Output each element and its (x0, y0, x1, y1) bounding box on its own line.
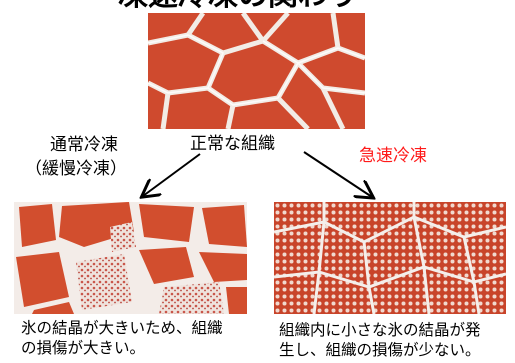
page-title: 凍速冷凍の関わり (118, 0, 358, 14)
normal-tissue-label: 正常な組織 (190, 134, 275, 154)
rapid-freeze-tissue-image (274, 202, 506, 314)
rapid-freeze-label: 急速冷凍 (359, 146, 427, 166)
slow-freeze-caption-line1: 氷の結晶が大きいため、組織 (21, 319, 223, 337)
slow-freeze-caption-line2: の損傷が大きい。 (21, 339, 146, 357)
normal-tissue-image (148, 13, 365, 129)
arrow-to-rapid-freeze (303, 151, 372, 197)
slow-freeze-sublabel: （緩慢冷凍） (25, 159, 127, 179)
rapid-freeze-caption-line1: 組織内に小さな氷の結晶が発 (279, 321, 481, 339)
slow-freeze-label: 通常冷凍 (50, 135, 118, 155)
rapid-freeze-caption-line2: 生し、組織の損傷が少ない。 (279, 341, 481, 359)
arrow-to-slow-freeze (143, 153, 201, 196)
slow-freeze-tissue-image (14, 202, 247, 314)
